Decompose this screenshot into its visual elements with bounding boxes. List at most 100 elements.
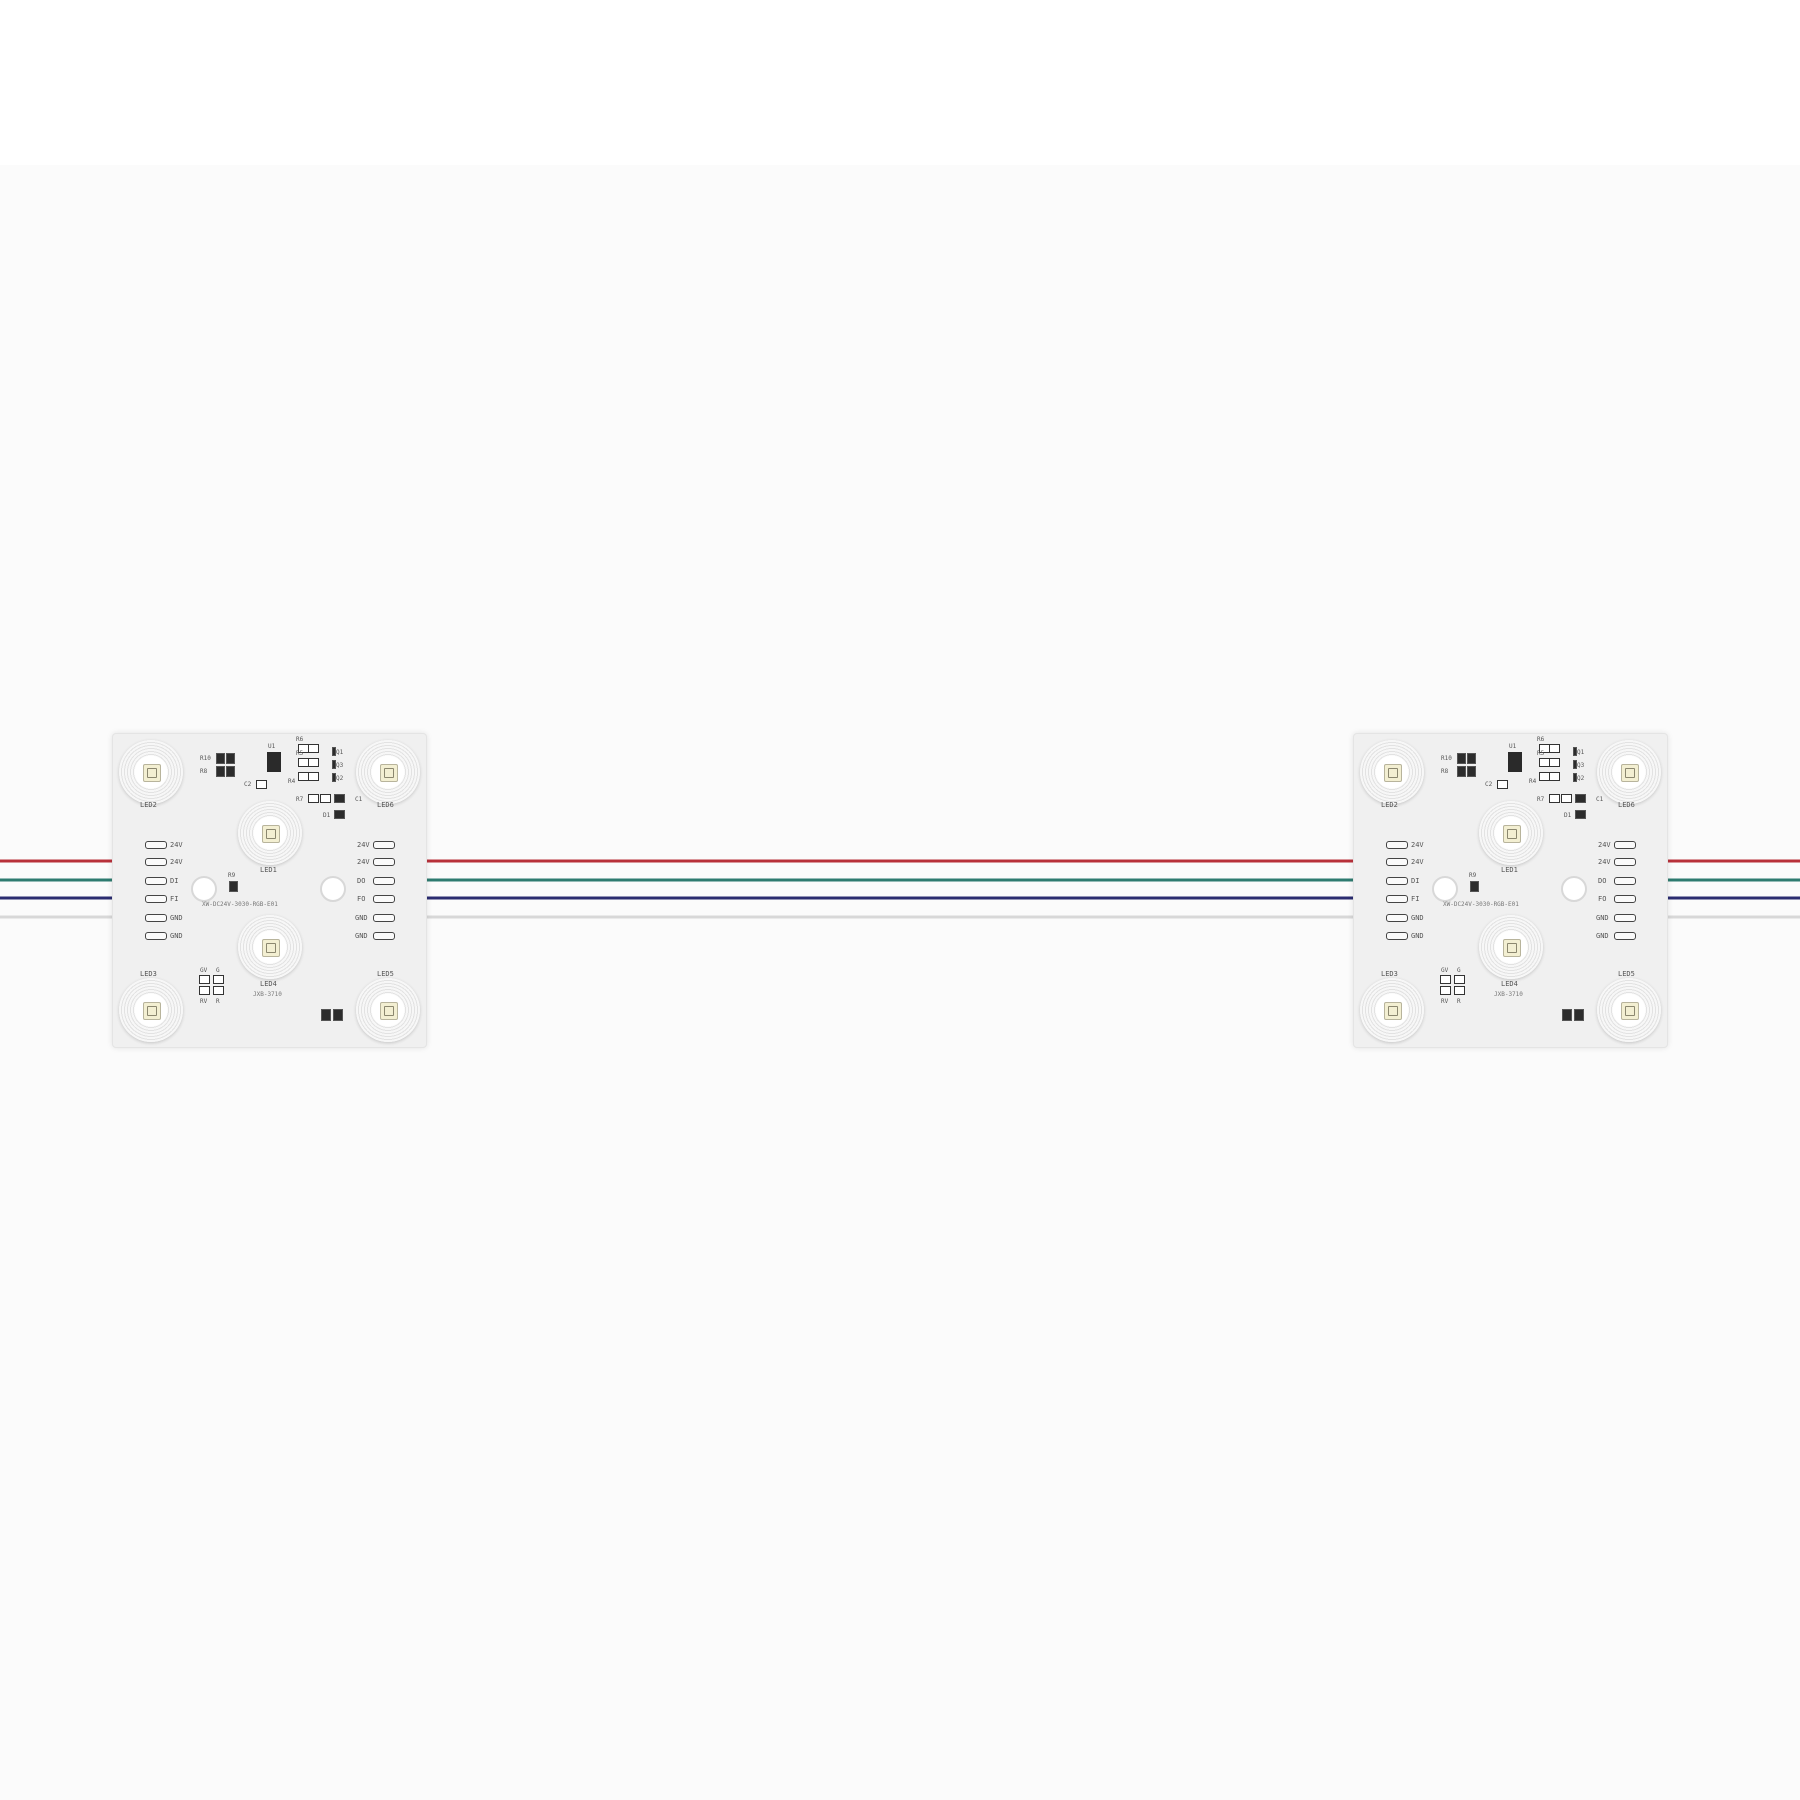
solder-pad: [373, 932, 395, 940]
resistor: [1454, 986, 1465, 995]
component-label: R8: [200, 768, 208, 775]
pin-label: GND: [170, 932, 183, 940]
led-label: LED5: [377, 970, 394, 978]
component-label: C2: [244, 781, 252, 788]
component-label: R7: [1537, 796, 1545, 803]
resistor: [226, 753, 235, 764]
pin-label: 24V: [1598, 858, 1611, 866]
led-bottom-right: [1597, 978, 1661, 1042]
solder-pad: [373, 895, 395, 903]
pin-label: GND: [1411, 932, 1424, 940]
pin-label: GND: [170, 914, 183, 922]
component-label: R: [216, 998, 220, 1005]
capacitor: [1562, 1009, 1572, 1021]
solder-pad: [1614, 841, 1636, 849]
component-label: GV: [1441, 967, 1449, 974]
pin-label: FO: [1598, 895, 1607, 903]
resistor: [1549, 744, 1560, 753]
resistor: [308, 794, 319, 803]
component-label: R10: [1441, 755, 1452, 762]
led-label: LED1: [1501, 866, 1518, 874]
led-top-right: [356, 740, 420, 804]
transistor: [1573, 773, 1577, 782]
pin-label: 24V: [1411, 841, 1424, 849]
led-label: LED5: [1618, 970, 1635, 978]
pin-label: FI: [1411, 895, 1420, 903]
component-label: R8: [1441, 768, 1449, 775]
solder-pad: [145, 932, 167, 940]
pin-label: FI: [170, 895, 179, 903]
resistor: [1549, 794, 1560, 803]
mounting-hole: [1432, 876, 1458, 902]
component-label: R5: [1537, 750, 1545, 757]
resistor: [226, 766, 235, 777]
led-label: LED6: [1618, 801, 1635, 809]
pin-label: 24V: [1598, 841, 1611, 849]
mounting-hole: [1561, 876, 1587, 902]
pin-label: DO: [357, 877, 366, 885]
pin-label: GND: [1411, 914, 1424, 922]
led-bottom-right: [356, 978, 420, 1042]
solder-pad: [145, 858, 167, 866]
led-bottom-left: [1360, 978, 1424, 1042]
resistor: [320, 794, 331, 803]
resistor: [229, 881, 238, 892]
resistor: [308, 758, 319, 767]
resistor: [1561, 794, 1572, 803]
capacitor: [334, 794, 345, 803]
resistor: [216, 753, 225, 764]
solder-pad: [1614, 858, 1636, 866]
board-code: JXB-3710: [1494, 991, 1523, 998]
pin-label: GND: [355, 932, 368, 940]
capacitor: [256, 780, 267, 789]
component-label: R9: [228, 872, 236, 879]
transistor: [1573, 760, 1577, 769]
diode: [1575, 810, 1586, 819]
component-label: Q3: [1577, 762, 1585, 769]
component-label: R6: [296, 736, 304, 743]
solder-pad: [373, 858, 395, 866]
driver-ic: [1508, 752, 1522, 772]
resistor: [216, 766, 225, 777]
resistor: [199, 975, 210, 984]
capacitor: [1575, 794, 1586, 803]
resistor: [1454, 975, 1465, 984]
component-label: R10: [200, 755, 211, 762]
resistor: [1549, 758, 1560, 767]
led-top-right: [1597, 740, 1661, 804]
transistor: [332, 773, 336, 782]
led-center-bottom: [238, 915, 302, 979]
led-module-left: LED2 LED6 LED1 LED3 LED4 LED5 R10 R8 U1 …: [112, 733, 427, 1048]
capacitor: [1574, 1009, 1584, 1021]
component-label: U1: [1509, 743, 1517, 750]
board-code: JXB-3710: [253, 991, 282, 998]
pin-label: GND: [355, 914, 368, 922]
resistor: [1467, 753, 1476, 764]
led-center-top: [1479, 801, 1543, 865]
component-label: G: [1457, 967, 1461, 974]
solder-pad: [1386, 895, 1408, 903]
transistor: [1573, 747, 1577, 756]
led-bottom-left: [119, 978, 183, 1042]
resistor: [1457, 753, 1466, 764]
solder-pad: [1614, 932, 1636, 940]
resistor: [308, 744, 319, 753]
capacitor: [1497, 780, 1508, 789]
component-label: Q1: [1577, 749, 1585, 756]
pin-label: 24V: [170, 858, 183, 866]
pin-label: 24V: [1411, 858, 1424, 866]
mounting-hole: [320, 876, 346, 902]
solder-pad: [145, 895, 167, 903]
solder-pad: [1614, 914, 1636, 922]
led-label: LED3: [1381, 970, 1398, 978]
pin-label: GND: [1596, 932, 1609, 940]
led-top-left: [119, 740, 183, 804]
resistor: [1549, 772, 1560, 781]
pin-label: 24V: [170, 841, 183, 849]
mounting-hole: [191, 876, 217, 902]
component-label: Q2: [336, 775, 344, 782]
component-label: Q3: [336, 762, 344, 769]
led-label: LED2: [1381, 801, 1398, 809]
led-label: LED6: [377, 801, 394, 809]
solder-pad: [373, 877, 395, 885]
